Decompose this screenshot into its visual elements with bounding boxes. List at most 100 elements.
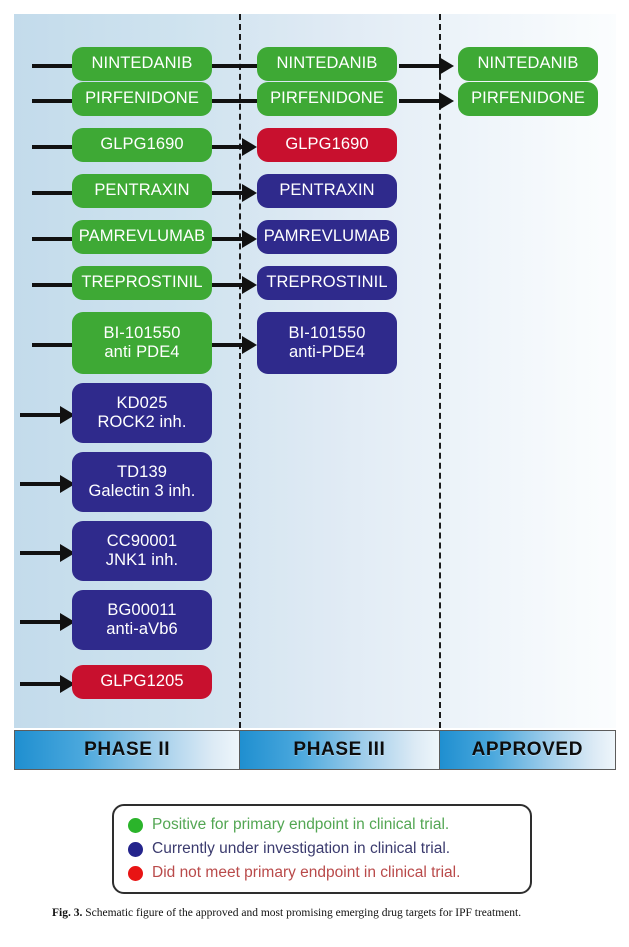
column-divider-phase3-approved bbox=[439, 14, 441, 728]
node-phase2-nintedanib[interactable]: NINTEDANIB bbox=[72, 47, 212, 81]
node-phase2-bg00011[interactable]: BG00011 anti-aVb6 bbox=[72, 590, 212, 650]
connector-in-row-3 bbox=[32, 145, 88, 149]
node-label-line2: anti-aVb6 bbox=[106, 620, 178, 638]
node-label-line1: TREPROSTINIL bbox=[81, 273, 203, 292]
node-label-line2: ROCK2 inh. bbox=[97, 413, 187, 431]
node-phase3-pirfenidone[interactable]: PIRFENIDONE bbox=[257, 82, 397, 116]
phase-label-phase-ii: PHASE II bbox=[15, 731, 241, 769]
node-phase2-pentraxin[interactable]: PENTRAXIN bbox=[72, 174, 212, 208]
node-label-line1: TREPROSTINIL bbox=[266, 273, 388, 292]
arrowhead-c1c2-row-3 bbox=[242, 138, 257, 156]
connector-in-row-9 bbox=[20, 482, 62, 486]
arrowhead-c2c3-row-2 bbox=[439, 92, 454, 110]
node-label-line1: PIRFENIDONE bbox=[471, 89, 585, 108]
arrowhead-c1c2-row-6 bbox=[242, 276, 257, 294]
arrowhead-c1c2-row-4 bbox=[242, 184, 257, 202]
node-phase3-bi101550[interactable]: BI-101550 anti-PDE4 bbox=[257, 312, 397, 374]
node-phase3-nintedanib[interactable]: NINTEDANIB bbox=[257, 47, 397, 81]
connector-c2c3-row-1 bbox=[399, 64, 440, 68]
connector-in-row-11 bbox=[20, 620, 62, 624]
arrowhead-c1c2-row-5 bbox=[242, 230, 257, 248]
node-phase2-kd025[interactable]: KD025 ROCK2 inh. bbox=[72, 383, 212, 443]
arrowhead-c1c2-row-7 bbox=[242, 336, 257, 354]
node-label-line1: PIRFENIDONE bbox=[85, 89, 199, 108]
node-label-line1: GLPG1690 bbox=[100, 135, 184, 154]
node-label-line1: PAMREVLUMAB bbox=[263, 227, 391, 246]
node-label-line1: PAMREVLUMAB bbox=[78, 227, 206, 246]
connector-in-row-8 bbox=[20, 413, 62, 417]
node-phase2-glpg1690[interactable]: GLPG1690 bbox=[72, 128, 212, 162]
connector-in-row-4 bbox=[32, 191, 88, 195]
connector-in-row-2 bbox=[32, 99, 88, 103]
figure-frame: NINTEDANIB PIRFENIDONE GLPG1690 PENTRAXI… bbox=[14, 14, 616, 770]
node-label-line1: TD139 bbox=[116, 462, 168, 481]
node-phase2-pirfenidone[interactable]: PIRFENIDONE bbox=[72, 82, 212, 116]
node-phase2-glpg1205[interactable]: GLPG1205 bbox=[72, 665, 212, 699]
phase-label-phase-iii: PHASE III bbox=[240, 731, 440, 769]
legend-box: Positive for primary endpoint in clinica… bbox=[112, 804, 532, 894]
node-label-line1: CC90001 bbox=[106, 531, 178, 550]
connector-c1c2-row-1 bbox=[211, 64, 257, 68]
node-phase2-pamrevlumab[interactable]: PAMREVLUMAB bbox=[72, 220, 212, 254]
arrowhead-c2c3-row-1 bbox=[439, 57, 454, 75]
legend-label-investigating: Currently under investigation in clinica… bbox=[152, 840, 451, 857]
node-label-line1: PENTRAXIN bbox=[94, 181, 190, 200]
connector-c2c3-row-2 bbox=[399, 99, 440, 103]
connector-c1c2-row-2 bbox=[211, 99, 257, 103]
legend-label-negative: Did not meet primary endpoint in clinica… bbox=[152, 864, 461, 881]
legend-dot-blue-icon bbox=[128, 841, 143, 857]
node-phase3-pentraxin[interactable]: PENTRAXIN bbox=[257, 174, 397, 208]
legend-item-investigating: Currently under investigation in clinica… bbox=[114, 840, 530, 858]
node-approved-pirfenidone[interactable]: PIRFENIDONE bbox=[458, 82, 598, 116]
node-label-line1: NINTEDANIB bbox=[477, 54, 579, 73]
node-phase2-cc90001[interactable]: CC90001 JNK1 inh. bbox=[72, 521, 212, 581]
arrowhead-in-row-9 bbox=[60, 475, 75, 493]
connector-in-row-1 bbox=[32, 64, 88, 68]
column-divider-phase2-phase3 bbox=[239, 14, 241, 728]
node-label-line2: anti-PDE4 bbox=[288, 343, 366, 361]
node-label-line1: KD025 bbox=[116, 393, 168, 412]
figure-caption-label: Fig. 3. bbox=[52, 907, 83, 919]
node-label-line1: NINTEDANIB bbox=[91, 54, 193, 73]
connector-in-row-12 bbox=[20, 682, 62, 686]
node-label-line1: BG00011 bbox=[107, 600, 177, 619]
legend-item-positive: Positive for primary endpoint in clinica… bbox=[114, 816, 530, 834]
node-label-line1: BI-101550 bbox=[103, 323, 181, 342]
figure-caption-text: Schematic figure of the approved and mos… bbox=[85, 907, 522, 919]
node-phase3-glpg1690[interactable]: GLPG1690 bbox=[257, 128, 397, 162]
legend-dot-red-icon bbox=[128, 865, 143, 881]
arrowhead-in-row-11 bbox=[60, 613, 75, 631]
node-phase3-treprostinil[interactable]: TREPROSTINIL bbox=[257, 266, 397, 300]
node-label-line1: GLPG1690 bbox=[285, 135, 369, 154]
legend-item-negative: Did not meet primary endpoint in clinica… bbox=[114, 864, 530, 882]
phase-label-approved: APPROVED bbox=[439, 731, 615, 769]
node-phase2-bi101550[interactable]: BI-101550 anti PDE4 bbox=[72, 312, 212, 374]
legend-dot-green-icon bbox=[128, 817, 143, 833]
connector-c1c2-row-4 bbox=[211, 191, 243, 195]
connector-in-row-5 bbox=[32, 237, 88, 241]
node-label-line1: NINTEDANIB bbox=[276, 54, 378, 73]
connector-c1c2-row-7 bbox=[211, 343, 243, 347]
chart-plot-area: NINTEDANIB PIRFENIDONE GLPG1690 PENTRAXI… bbox=[14, 14, 616, 728]
legend-label-positive: Positive for primary endpoint in clinica… bbox=[152, 816, 450, 833]
node-approved-nintedanib[interactable]: NINTEDANIB bbox=[458, 47, 598, 81]
arrowhead-in-row-8 bbox=[60, 406, 75, 424]
node-label-line1: PIRFENIDONE bbox=[270, 89, 384, 108]
node-label-line1: GLPG1205 bbox=[100, 672, 184, 691]
figure-caption: Fig. 3. Schematic figure of the approved… bbox=[52, 906, 592, 921]
connector-c1c2-row-5 bbox=[211, 237, 243, 241]
phase-axis-bar: PHASE II PHASE III APPROVED bbox=[14, 730, 616, 770]
node-phase2-td139[interactable]: TD139 Galectin 3 inh. bbox=[72, 452, 212, 512]
node-label-line1: BI-101550 bbox=[288, 323, 366, 342]
node-phase3-pamrevlumab[interactable]: PAMREVLUMAB bbox=[257, 220, 397, 254]
arrowhead-in-row-12 bbox=[60, 675, 75, 693]
node-label-line2: JNK1 inh. bbox=[105, 551, 179, 569]
node-phase2-treprostinil[interactable]: TREPROSTINIL bbox=[72, 266, 212, 300]
connector-c1c2-row-3 bbox=[211, 145, 243, 149]
connector-in-row-10 bbox=[20, 551, 62, 555]
arrowhead-in-row-10 bbox=[60, 544, 75, 562]
node-label-line2: anti PDE4 bbox=[104, 343, 180, 361]
node-label-line1: PENTRAXIN bbox=[279, 181, 375, 200]
connector-in-row-7 bbox=[32, 343, 88, 347]
connector-c1c2-row-6 bbox=[211, 283, 243, 287]
